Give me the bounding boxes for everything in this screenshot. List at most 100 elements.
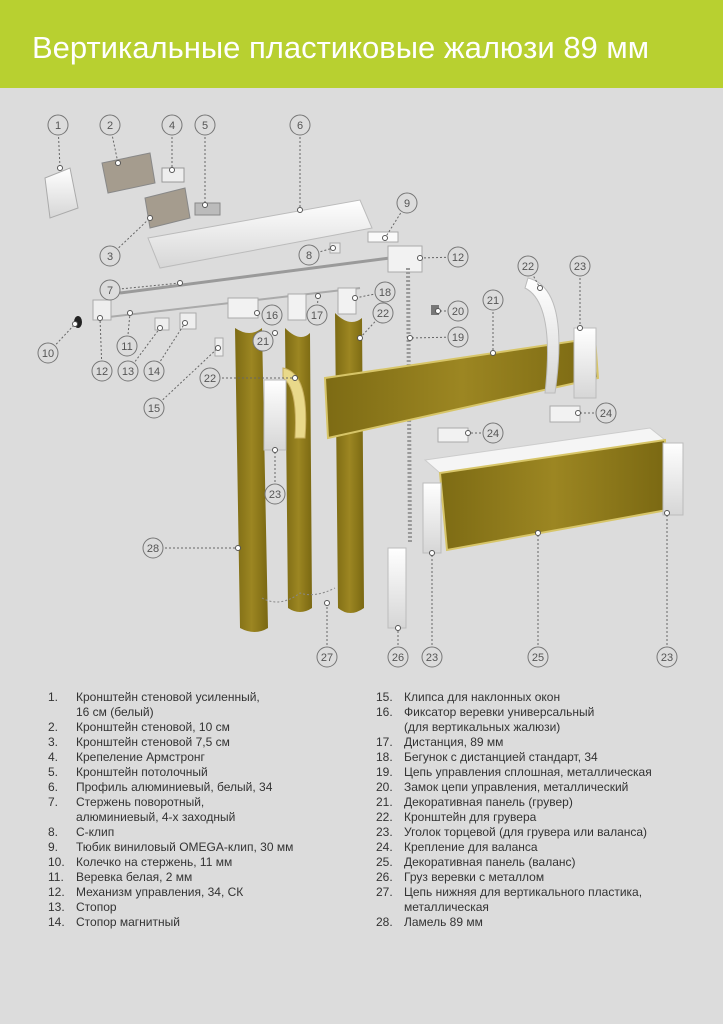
- part-name: Кронштейн потолочный: [76, 765, 208, 779]
- callout-circle: [595, 402, 617, 424]
- parts-list-item: 19.Цепь управления сплошная, металлическ…: [376, 765, 706, 780]
- callout-number: 7: [107, 285, 113, 297]
- part-name: Клипса для наклонных окон: [404, 690, 561, 704]
- callout-circle: [143, 360, 165, 382]
- leader-dot: [202, 202, 208, 208]
- parts-list-item: 12.Механизм управления, 34, СК: [48, 885, 348, 900]
- callout-circle: [116, 335, 138, 357]
- part-name: Кронштейн стеновой усиленный, 16 см (бел…: [76, 690, 260, 719]
- leader-dot: [315, 293, 321, 299]
- part-number: 14.: [48, 915, 65, 929]
- part-number: 3.: [48, 735, 59, 749]
- leader-dot: [235, 545, 241, 551]
- callout-number: 12: [96, 366, 108, 378]
- wall-bracket-7-5cm: [144, 187, 191, 229]
- callout-number: 25: [532, 652, 544, 664]
- callout-circle: [372, 302, 394, 324]
- part-name: С-клип: [76, 825, 115, 839]
- part-number: 13.: [48, 900, 65, 914]
- parts-list-item: 27.Цепь нижняя для вертикального пластик…: [376, 885, 706, 915]
- callout-24: 24: [575, 402, 617, 424]
- callout-number: 6: [297, 120, 303, 132]
- part-name: Декоративная панель (валанс): [404, 855, 576, 869]
- leader-dot: [352, 295, 358, 301]
- header-banner: Вертикальные пластиковые жалюзи 89 мм: [0, 0, 723, 88]
- callout-21: 21: [252, 330, 278, 352]
- part-name: Цепь управления сплошная, металлическая: [404, 765, 652, 779]
- leader-dot: [357, 335, 363, 341]
- part-number: 1.: [48, 690, 59, 704]
- part-name: Цепь нижняя для вертикального пластика, …: [404, 885, 643, 914]
- carrier-with-spacer: [337, 287, 357, 315]
- groove-bracket-right: [524, 277, 560, 394]
- parts-list-item: 26.Груз веревки с металлом: [376, 870, 706, 885]
- leader-dot: [537, 285, 543, 291]
- part-number: 8.: [48, 825, 59, 839]
- part-number: 6.: [48, 780, 59, 794]
- part-name: Груз веревки с металлом: [404, 870, 545, 884]
- leader-dot: [490, 350, 496, 356]
- leader-dot: [177, 280, 183, 286]
- parts-list-item: 11.Веревка белая, 2 мм: [48, 870, 348, 885]
- callout-number: 24: [600, 408, 612, 420]
- callout-circle: [99, 245, 121, 267]
- bottom-chain: [261, 587, 336, 603]
- cord-weight: [387, 547, 407, 629]
- callout-number: 2: [107, 120, 113, 132]
- callout-number: 23: [661, 652, 673, 664]
- leader-dot: [272, 447, 278, 453]
- callout-6: 6: [289, 114, 311, 213]
- leader-dot: [575, 410, 581, 416]
- chain-lock: [431, 305, 439, 315]
- part-name: Кронштейн стеновой, 10 см: [76, 720, 230, 734]
- callout-circle: [387, 646, 409, 668]
- callout-number: 23: [269, 489, 281, 501]
- leader-dot: [382, 235, 388, 241]
- parts-list-item: 24.Крепление для валанса: [376, 840, 706, 855]
- callout-9: 9: [382, 192, 418, 241]
- leader-dot: [72, 321, 78, 327]
- callout-circle: [482, 289, 504, 311]
- callout-4: 4: [161, 114, 183, 173]
- callout-22: 22: [357, 302, 394, 341]
- part-name: Крепеление Армстронг: [76, 750, 205, 764]
- parts-list-item: 4.Крепеление Армстронг: [48, 750, 348, 765]
- part-number: 21.: [376, 795, 393, 809]
- callout-circle: [421, 646, 443, 668]
- callout-number: 15: [148, 403, 160, 415]
- leader-dot: [292, 375, 298, 381]
- leader-dot: [169, 167, 175, 173]
- parts-list-item: 13.Стопор: [48, 900, 348, 915]
- leader-dot: [407, 335, 413, 341]
- leader-line: [109, 124, 119, 164]
- callout-24: 24: [465, 422, 504, 444]
- callout-circle: [142, 537, 164, 559]
- callout-circle: [99, 279, 121, 301]
- callout-number: 1: [55, 120, 61, 132]
- leader-dot: [115, 160, 121, 166]
- part-number: 24.: [376, 840, 393, 854]
- callout-number: 12: [452, 252, 464, 264]
- callout-circle: [99, 114, 121, 136]
- callout-circle: [194, 114, 216, 136]
- callout-number: 13: [122, 366, 134, 378]
- callout-circle: [161, 114, 183, 136]
- leader-dot: [57, 165, 63, 171]
- part-name: Колечко на стержень, 11 мм: [76, 855, 233, 869]
- callout-number: 17: [311, 310, 323, 322]
- end-cap: [263, 379, 287, 451]
- parts-list-item: 22.Кронштейн для грувера: [376, 810, 706, 825]
- part-name: Ламель 89 мм: [404, 915, 483, 929]
- part-number: 23.: [376, 825, 393, 839]
- leader-dot: [465, 430, 471, 436]
- leader-line: [57, 124, 61, 169]
- callout-12: 12: [417, 246, 469, 268]
- leader-line: [153, 347, 219, 409]
- leader-dot: [429, 550, 435, 556]
- leader-dot: [435, 308, 441, 314]
- parts-list-item: 17.Дистанция, 89 мм: [376, 735, 706, 750]
- parts-list-left: 1. Кронштейн стеновой усиленный, 16 см (б…: [48, 690, 348, 930]
- end-cap-right: [573, 327, 597, 399]
